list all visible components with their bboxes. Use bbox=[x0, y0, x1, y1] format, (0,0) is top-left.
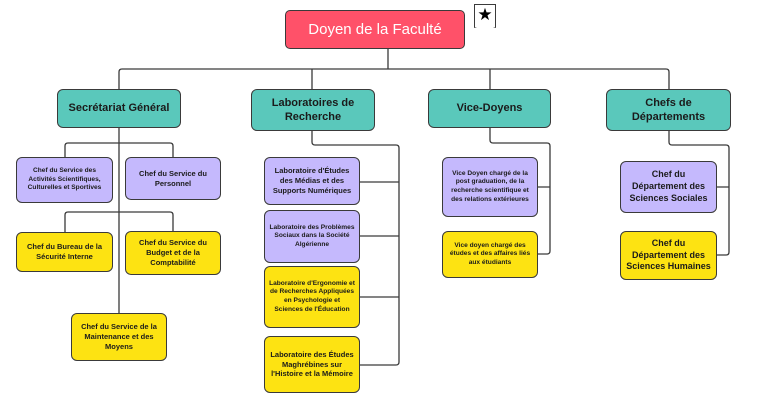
laboratories-label: Laboratoires de Recherche bbox=[271, 96, 355, 123]
node-lab-social-problems[interactable]: Laboratoire des Problèmes Sociaux dans l… bbox=[264, 210, 360, 263]
node-dept-human-sciences[interactable]: Chef du Département des Sciences Humaine… bbox=[620, 231, 717, 280]
node-label: Chef du Département des Sciences Sociale… bbox=[629, 169, 708, 203]
node-maintenance-service[interactable]: Chef du Service de la Maintenance et des… bbox=[71, 313, 167, 361]
dean-label: Doyen de la Faculté bbox=[308, 20, 442, 38]
node-vice-dean-research[interactable]: Vice Doyen chargé de la post graduation,… bbox=[442, 157, 538, 217]
secretariat-label: Secrétariat Général bbox=[68, 102, 170, 115]
node-label: Chef du Service du Budget et de la Compt… bbox=[139, 238, 207, 267]
node-activities-service[interactable]: Chef du Service des Activités Scientifiq… bbox=[16, 157, 113, 203]
node-lab-ergonomics[interactable]: Laboratoire d'Ergonomie et de Recherches… bbox=[264, 266, 360, 328]
node-label: Chef du Service du Personnel bbox=[139, 168, 207, 188]
node-label: Chef du Bureau de la Sécurité Interne bbox=[26, 242, 102, 261]
node-label: Chef du Département des Sciences Humaine… bbox=[626, 237, 711, 272]
secretariat-node[interactable]: Secrétariat Général bbox=[57, 89, 181, 128]
laboratories-node[interactable]: Laboratoires de Recherche bbox=[251, 89, 375, 131]
node-label: Laboratoire des Études Maghrébines sur l… bbox=[270, 349, 354, 379]
node-budget-service[interactable]: Chef du Service du Budget et de la Compt… bbox=[125, 231, 221, 275]
node-label: Chef du Service des Activités Scientifiq… bbox=[27, 167, 102, 192]
node-vice-dean-studies[interactable]: Vice doyen chargé des études et des affa… bbox=[442, 231, 538, 278]
node-dept-social-sciences[interactable]: Chef du Département des Sciences Sociale… bbox=[620, 161, 717, 213]
star-icon: ★ bbox=[474, 4, 496, 28]
node-label: Laboratoire d'Ergonomie et de Recherches… bbox=[269, 279, 355, 313]
vice-deans-label: Vice-Doyens bbox=[456, 102, 523, 115]
vice-deans-node[interactable]: Vice-Doyens bbox=[428, 89, 551, 128]
node-personnel-service[interactable]: Chef du Service du Personnel bbox=[125, 157, 221, 200]
dean-node[interactable]: Doyen de la Faculté bbox=[285, 10, 465, 49]
department-heads-label: Chefs de Départements bbox=[631, 96, 706, 123]
node-lab-maghreb-studies[interactable]: Laboratoire des Études Maghrébines sur l… bbox=[264, 336, 360, 393]
department-heads-node[interactable]: Chefs de Départements bbox=[606, 89, 731, 131]
node-label: Vice doyen chargé des études et des affa… bbox=[449, 241, 531, 266]
node-lab-media[interactable]: Laboratoire d'Études des Médias et des S… bbox=[264, 157, 360, 205]
node-security-bureau[interactable]: Chef du Bureau de la Sécurité Interne bbox=[16, 232, 113, 272]
node-label: Laboratoire d'Études des Médias et des S… bbox=[272, 166, 352, 195]
node-label: Chef du Service de la Maintenance et des… bbox=[81, 322, 157, 351]
node-label: Vice Doyen chargé de la post graduation,… bbox=[451, 169, 529, 203]
node-label: Laboratoire des Problèmes Sociaux dans l… bbox=[269, 223, 355, 248]
